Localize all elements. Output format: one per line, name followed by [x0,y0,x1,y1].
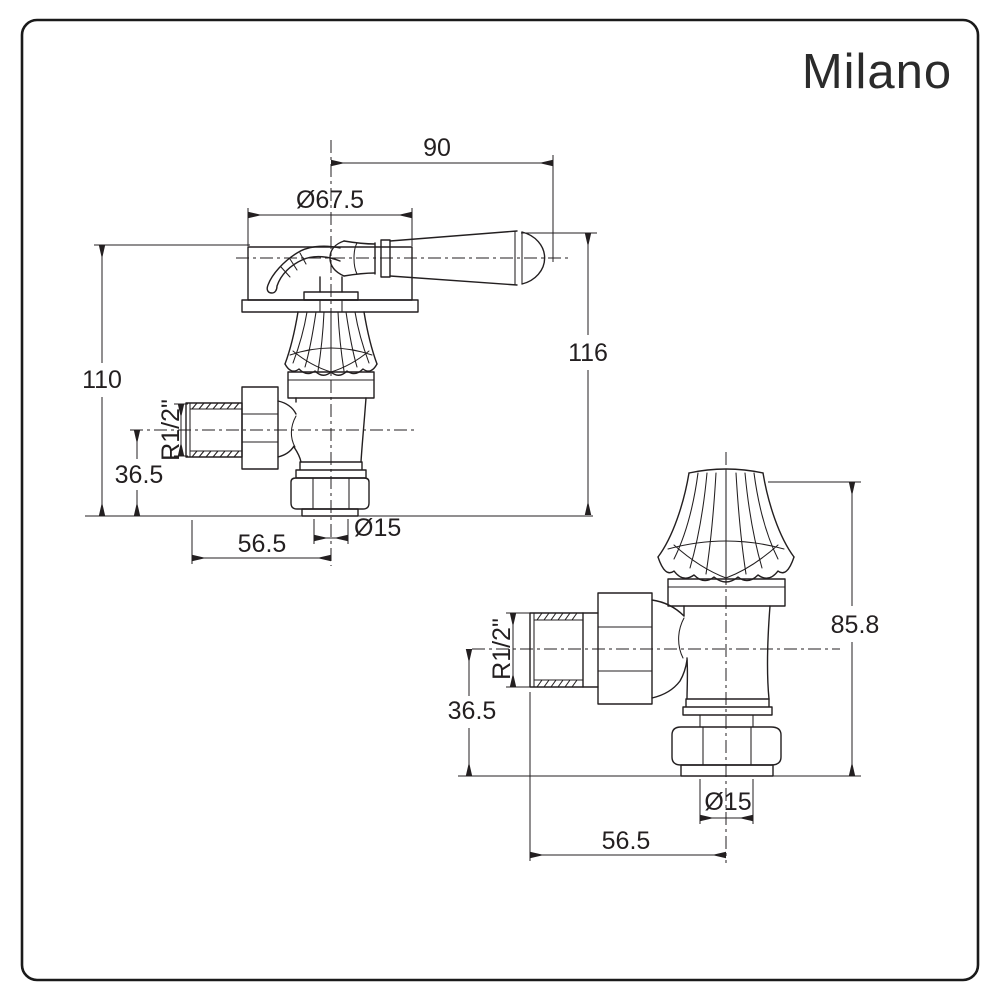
nut-flange [301,508,359,517]
thread-hatch-bottom [191,450,240,458]
lever-valve-dimensions: 90 Ø67.5 110 116 R [82,134,608,564]
dim-pipe-diameter: Ø15 [313,514,401,544]
lever-valve-drawing: 90 Ø67.5 110 116 R [82,134,608,566]
dim-label: R1/2" [157,399,185,461]
backplate-band [241,299,419,313]
knob-collar [667,578,786,607]
dim-label: 85.8 [831,611,880,639]
extension-lines [313,519,349,544]
dim-label: 90 [423,134,451,162]
knob-sides [284,311,378,365]
lockshield-outline [529,468,795,777]
knob-scallops [657,556,795,583]
hub-stem [319,276,343,293]
lockshield-dimensions: 85.8 R1/2" 36.5 56.5 Ø15 [448,481,880,861]
dim-label: Ø15 [704,788,751,816]
knob-collar [287,371,375,399]
thread-tail-lines [533,612,584,688]
lockshield-valve-drawing: 85.8 R1/2" 36.5 56.5 Ø15 [448,452,880,863]
extension-lines [247,208,413,246]
drawing-border [20,18,980,982]
brand-logo: Milano [802,45,952,99]
dim-label: 56.5 [602,827,651,855]
nut-flange [680,764,774,777]
lever-neck [343,240,376,277]
dim-thread-size: R1/2" [488,612,532,688]
dim-label: Ø15 [354,514,401,542]
dim-centre-to-inlet-end: 56.5 [529,692,726,861]
inlet-connector [651,599,688,699]
thread-hatch-top [191,402,240,410]
union-nut-facets [597,626,653,672]
extension-lines [699,779,754,824]
dim-thread-size: R1/2" [157,399,188,461]
dim-label: R1/2" [488,618,516,680]
union-nut [241,386,279,470]
lever-handle-cone [389,230,518,286]
dim-pipe-diameter: Ø15 [699,779,754,824]
pointer-nose [266,245,341,294]
pointer-segments [280,252,307,278]
dim-overall-height: 110 [82,244,250,516]
dim-inlet-centre-height: 36.5 [448,649,497,776]
inlet-connector [277,400,297,458]
lever-valve-outline [185,230,546,517]
dim-label: 110 [82,366,122,394]
compression-nut-facets [702,726,752,766]
dim-lever-length: 90 [331,134,554,262]
lever-ferrule [380,239,391,278]
lever-valve-centerlines [130,140,570,566]
dim-label: 56.5 [238,530,287,558]
knob-flutes [673,470,779,579]
extension-lines [174,403,188,457]
dim-overall-height: 85.8 [768,481,880,776]
compression-nut-facets [312,477,350,510]
dim-label: 116 [568,339,608,367]
extension-lines [506,612,532,688]
hub-foot [303,291,359,301]
knob-top [688,468,764,474]
knob-flutes [292,311,370,373]
lever-handle-tip [521,231,546,285]
union-nut [597,592,653,705]
dim-inlet-centre-height: 36.5 [115,430,164,516]
thread-hatch-bottom [536,679,578,688]
valve-body [293,397,367,463]
knob-sides [657,472,795,558]
dim-head-diameter: Ø67.5 [247,186,413,246]
union-nut-facets [241,413,279,443]
lever-handle-seam [514,230,523,286]
dim-centre-to-inlet-end: 56.5 [191,520,331,564]
lever-hub-seam [353,242,358,275]
thread-tail [529,612,584,688]
compression-nut [290,477,370,510]
lockshield-centerlines [472,452,840,863]
inlet-connector-seam [290,415,297,448]
dim-label: Ø67.5 [296,186,364,214]
dim-handle-top-height: 116 [521,232,608,515]
body-rings [682,698,773,716]
knob-inner-detail [667,540,785,579]
thread-hatch-top [536,612,578,621]
tail-shank [582,612,599,688]
inlet-connector-seam [678,617,685,659]
dim-label: 36.5 [448,697,497,725]
knob-inner-detail [289,347,373,373]
valve-body [683,605,771,700]
dim-label: 36.5 [115,461,164,489]
compression-nut [671,726,782,766]
backplate-ticks [319,299,343,313]
pipe-neck [699,714,754,728]
